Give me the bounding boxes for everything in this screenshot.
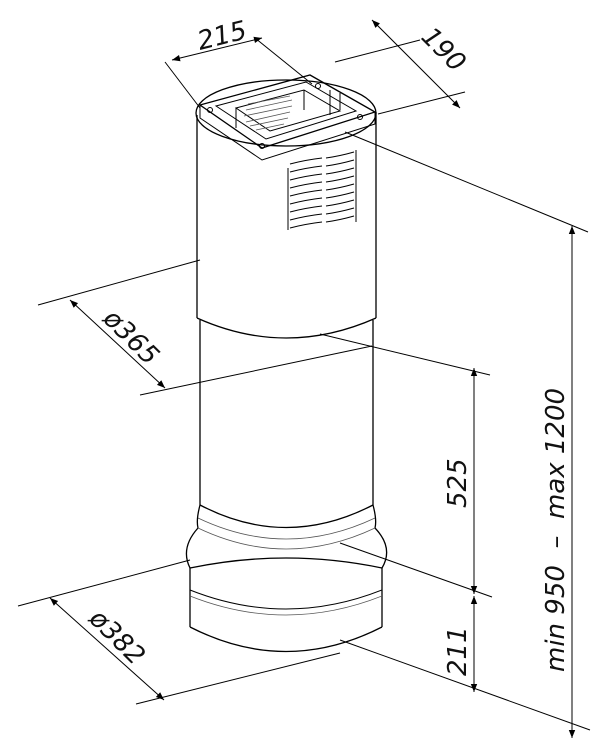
label-total-height: min 950 – max 1200 xyxy=(541,388,571,672)
base-top-line xyxy=(189,557,383,569)
dim-382-ext-bottom xyxy=(135,652,341,705)
bracket-screw xyxy=(357,114,363,120)
bulge-mid-line xyxy=(197,527,376,550)
base-bottom-line xyxy=(189,626,383,653)
tube-joint xyxy=(196,317,377,339)
dim-190-ext-bottom xyxy=(377,91,466,115)
dim-total-ext-top xyxy=(344,131,589,233)
bracket-post-back xyxy=(329,90,341,115)
vent-frame xyxy=(287,150,357,230)
vent-slot xyxy=(325,183,355,191)
vent-slot xyxy=(289,213,323,221)
bracket-screw xyxy=(315,83,321,89)
vent-slot xyxy=(325,175,355,183)
vent-slot xyxy=(325,151,355,159)
label-upper-diameter: ø365 xyxy=(96,303,164,371)
bracket-inner-frame-2 xyxy=(234,89,342,132)
dim-525-ext-top xyxy=(319,333,491,376)
vent-slot xyxy=(289,181,323,189)
vent-slot xyxy=(325,207,355,215)
dim-365-ext-bottom xyxy=(139,345,373,396)
dim-190-line xyxy=(371,19,461,109)
vent-slot xyxy=(289,205,323,213)
vent-grille xyxy=(287,150,357,230)
label-top-width: 215 xyxy=(194,16,249,57)
bracket-screw xyxy=(207,107,213,113)
dim-215-ext-right xyxy=(254,37,313,85)
vent-slot xyxy=(289,189,323,197)
mounting-bracket xyxy=(198,74,377,161)
vent-slot xyxy=(289,221,323,229)
label-lower-diameter: ø382 xyxy=(82,603,150,671)
bracket-lower-edge xyxy=(199,105,376,161)
base-band-line xyxy=(189,589,383,610)
vent-slot xyxy=(325,215,355,223)
motor-grille xyxy=(243,95,293,131)
label-chimney-height: 525 xyxy=(443,458,473,508)
vent-slot xyxy=(289,165,323,173)
bulge-left xyxy=(185,504,201,569)
bracket-screw xyxy=(259,143,265,149)
dim-215-ext-left xyxy=(164,61,201,109)
label-base-height: 211 xyxy=(443,626,473,676)
vent-slot xyxy=(289,197,323,205)
label-top-depth: 190 xyxy=(415,22,471,78)
dim-365-ext-top xyxy=(37,259,201,306)
bulge-band xyxy=(197,517,376,540)
vent-slot xyxy=(325,199,355,207)
bracket-inner-frame xyxy=(214,81,358,140)
vent-slot xyxy=(289,157,323,165)
top-rim xyxy=(195,79,377,147)
vent-slot xyxy=(325,167,355,175)
hood-body xyxy=(185,79,388,653)
dim-190-ext-top xyxy=(334,39,421,63)
dim-365-line xyxy=(69,299,166,389)
vent-slot xyxy=(325,159,355,167)
dim-211-ext-bottom xyxy=(339,639,591,731)
vent-slot xyxy=(289,173,323,181)
dim-382-line xyxy=(49,597,165,701)
dimension-lines xyxy=(17,19,591,738)
dim-525-ext-bottom xyxy=(339,542,493,598)
vent-slot xyxy=(325,191,355,199)
dim-215-line xyxy=(171,36,263,62)
bulge-upper-line xyxy=(199,504,374,529)
dim-382-ext-top xyxy=(17,559,191,607)
base-band-line-2 xyxy=(189,595,383,616)
